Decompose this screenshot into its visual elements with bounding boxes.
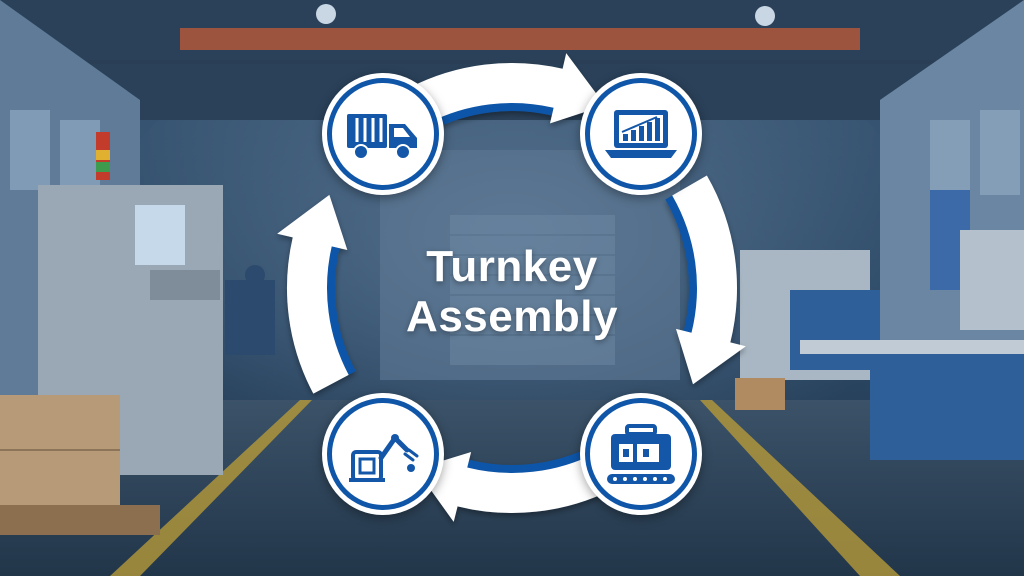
title-line-2: Assembly [406,292,618,341]
arrow-logistics-to-planning [409,53,606,124]
arrow-production-to-assembly [415,451,615,522]
delivery-truck-icon [347,114,417,160]
conveyor-machine-icon [607,424,675,484]
arrow-production-to-assembly-accent [466,445,597,475]
step-planning [580,73,702,195]
arrow-assembly-to-logistics-accent [325,245,356,376]
title-line-1: Turnkey [426,242,598,291]
arrow-planning-to-production [672,175,746,385]
laptop-growth-chart-icon [605,110,677,158]
page-title: Turnkey Assembly [362,242,662,342]
arrow-logistics-to-planning-accent [427,101,555,131]
arrow-planning-to-production-accent [665,194,699,334]
robotic-arm-assembly-icon [349,434,419,482]
arrow-assembly-to-logistics [277,194,349,394]
step-logistics [322,73,444,195]
step-assembly [322,393,444,515]
step-production [580,393,702,515]
